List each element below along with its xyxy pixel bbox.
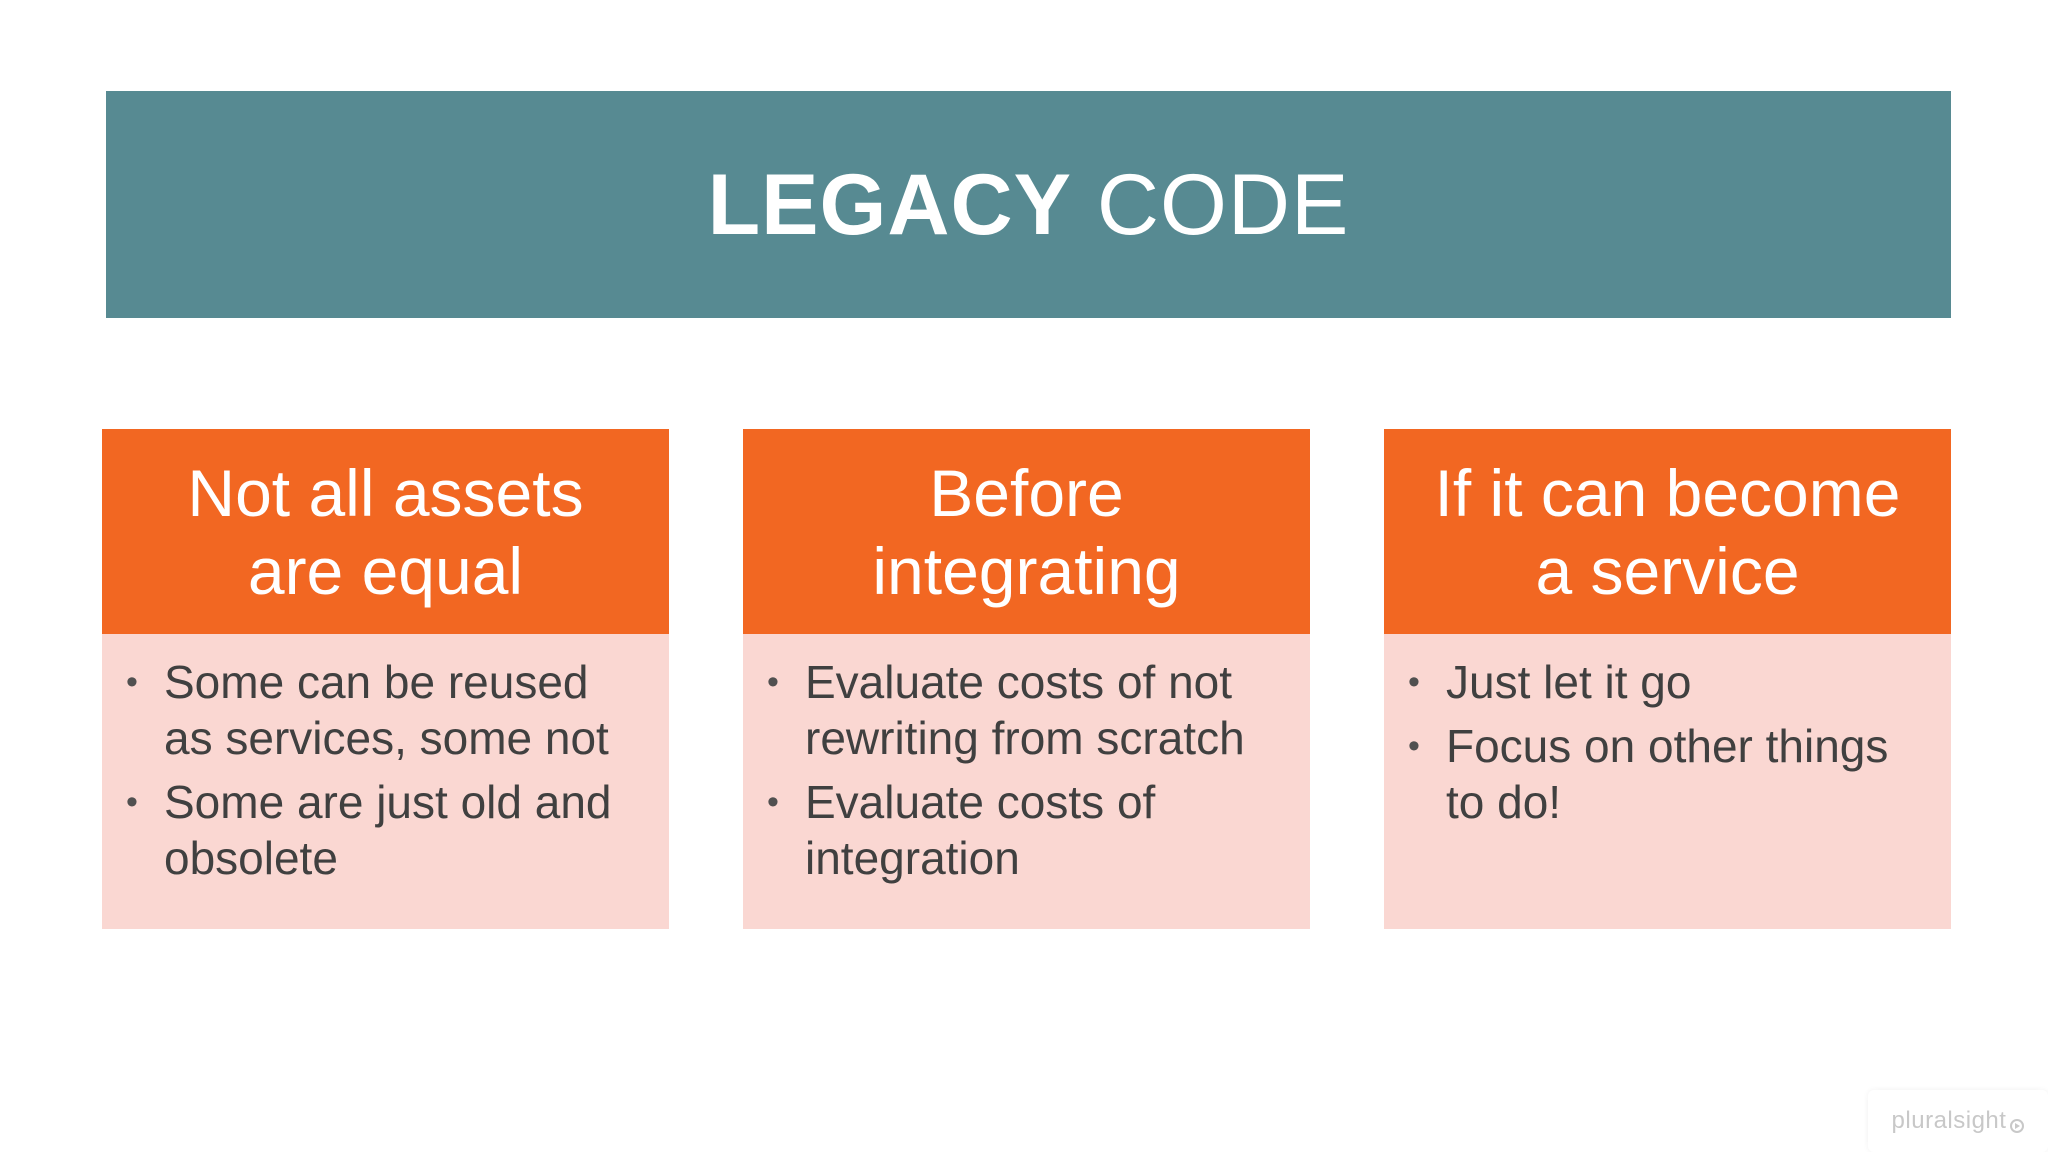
bullet-item: • Just let it go	[1408, 654, 1931, 710]
logo-text: pluralsight	[1891, 1107, 2007, 1134]
card-header-line: Before	[929, 455, 1124, 530]
card-header-line: are equal	[247, 533, 524, 608]
card-header: If it can become a service	[1384, 429, 1951, 634]
title-regular-word: CODE	[1096, 156, 1350, 253]
bullet-dot-icon: •	[1408, 663, 1420, 701]
bullet-text: Some can be reused as services, some not	[164, 656, 609, 764]
card-header-line: Not all assets	[187, 455, 584, 530]
card-header-text: If it can become a service	[1435, 454, 1901, 610]
bullet-text: Some are just old and obsolete	[164, 776, 612, 884]
card-header-text: Not all assets are equal	[187, 454, 583, 610]
bullet-text: Evaluate costs of not rewriting from scr…	[805, 656, 1245, 764]
card-header-line: integrating	[872, 533, 1181, 608]
bullet-list: • Evaluate costs of not rewriting from s…	[767, 654, 1290, 886]
card-header-line: If it can become	[1434, 455, 1901, 530]
bullet-dot-icon: •	[767, 663, 779, 701]
card-body: • Just let it go • Focus on other things…	[1384, 634, 1951, 929]
title-bold-word: LEGACY	[707, 156, 1072, 253]
card-before-integrating: Before integrating • Evaluate costs of n…	[743, 429, 1310, 929]
card-header-text: Before integrating	[872, 454, 1180, 610]
bullet-list: • Just let it go • Focus on other things…	[1408, 654, 1931, 830]
title-banner: LEGACY CODE	[106, 91, 1951, 318]
card-header: Before integrating	[743, 429, 1310, 634]
bullet-dot-icon: •	[767, 783, 779, 821]
card-header-line: a service	[1535, 533, 1800, 608]
bullet-dot-icon: •	[126, 783, 138, 821]
bullet-item: • Some are just old and obsolete	[126, 774, 649, 886]
bullet-text: Focus on other things to do!	[1446, 720, 1889, 828]
bullet-dot-icon: •	[126, 663, 138, 701]
bullet-dot-icon: •	[1408, 727, 1420, 765]
bullet-text: Evaluate costs of integration	[805, 776, 1156, 884]
bullet-item: • Some can be reused as services, some n…	[126, 654, 649, 766]
slide-title: LEGACY CODE	[708, 162, 1350, 248]
pluralsight-logo: pluralsight	[1868, 1090, 2048, 1152]
bullet-item: • Evaluate costs of integration	[767, 774, 1290, 886]
bullet-item: • Evaluate costs of not rewriting from s…	[767, 654, 1290, 766]
bullet-list: • Some can be reused as services, some n…	[126, 654, 649, 886]
bullet-item: • Focus on other things to do!	[1408, 718, 1931, 830]
play-circle-icon	[2010, 1119, 2025, 1133]
card-body: • Evaluate costs of not rewriting from s…	[743, 634, 1310, 929]
card-if-it-can-become-a-service: If it can become a service • Just let it…	[1384, 429, 1951, 929]
card-body: • Some can be reused as services, some n…	[102, 634, 669, 929]
card-not-all-assets-equal: Not all assets are equal • Some can be r…	[102, 429, 669, 929]
card-header: Not all assets are equal	[102, 429, 669, 634]
bullet-text: Just let it go	[1446, 656, 1692, 708]
